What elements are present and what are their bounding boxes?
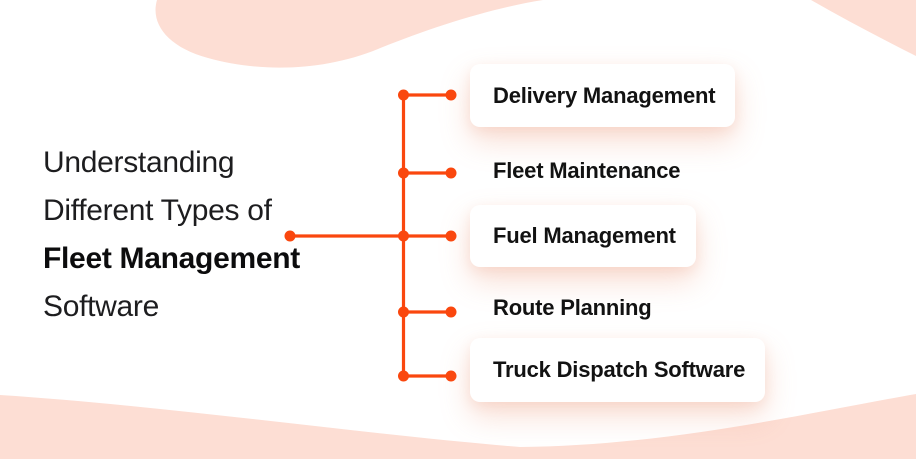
top-blob <box>155 0 543 68</box>
junction-dot-4 <box>398 306 409 318</box>
branch-end-dot-4 <box>445 306 457 318</box>
branch-end-dot-1 <box>445 89 457 101</box>
branch-end-dot-2 <box>445 167 457 179</box>
title-line-2: Different Types of <box>43 194 272 227</box>
branch-end-dot-5 <box>445 370 457 382</box>
item-label-route-planning: Route Planning <box>493 295 652 320</box>
branch-end-dot-3 <box>445 230 457 242</box>
item-route-planning: Route Planning <box>493 294 652 322</box>
item-label-delivery-management: Delivery Management <box>493 82 716 108</box>
connector-dots <box>284 89 457 382</box>
title-line-4: Software <box>43 290 159 323</box>
item-fleet-maintenance: Fleet Maintenance <box>493 157 681 185</box>
junction-dot-5 <box>398 370 409 382</box>
junction-dot-1 <box>398 89 409 101</box>
item-card-delivery-management: Delivery Management <box>470 64 736 127</box>
item-card-truck-dispatch-software: Truck Dispatch Software <box>470 338 766 402</box>
junction-dot-2 <box>398 167 409 179</box>
item-label-fuel-management: Fuel Management <box>493 223 676 248</box>
title-line-3-emphasis: Fleet Management <box>43 242 300 275</box>
item-label-truck-dispatch-software: Truck Dispatch Software <box>493 357 746 382</box>
item-label-fleet-maintenance: Fleet Maintenance <box>493 158 681 183</box>
bottom-wave-blob <box>0 394 916 459</box>
junction-dot-3 <box>398 230 409 242</box>
top-right-blob <box>811 0 916 56</box>
item-card-fuel-management: Fuel Management <box>470 205 696 267</box>
connector-lines <box>288 93 453 378</box>
title-line-1: Understanding <box>43 146 235 179</box>
title-block: Understanding Different Types of Fleet M… <box>43 139 300 331</box>
